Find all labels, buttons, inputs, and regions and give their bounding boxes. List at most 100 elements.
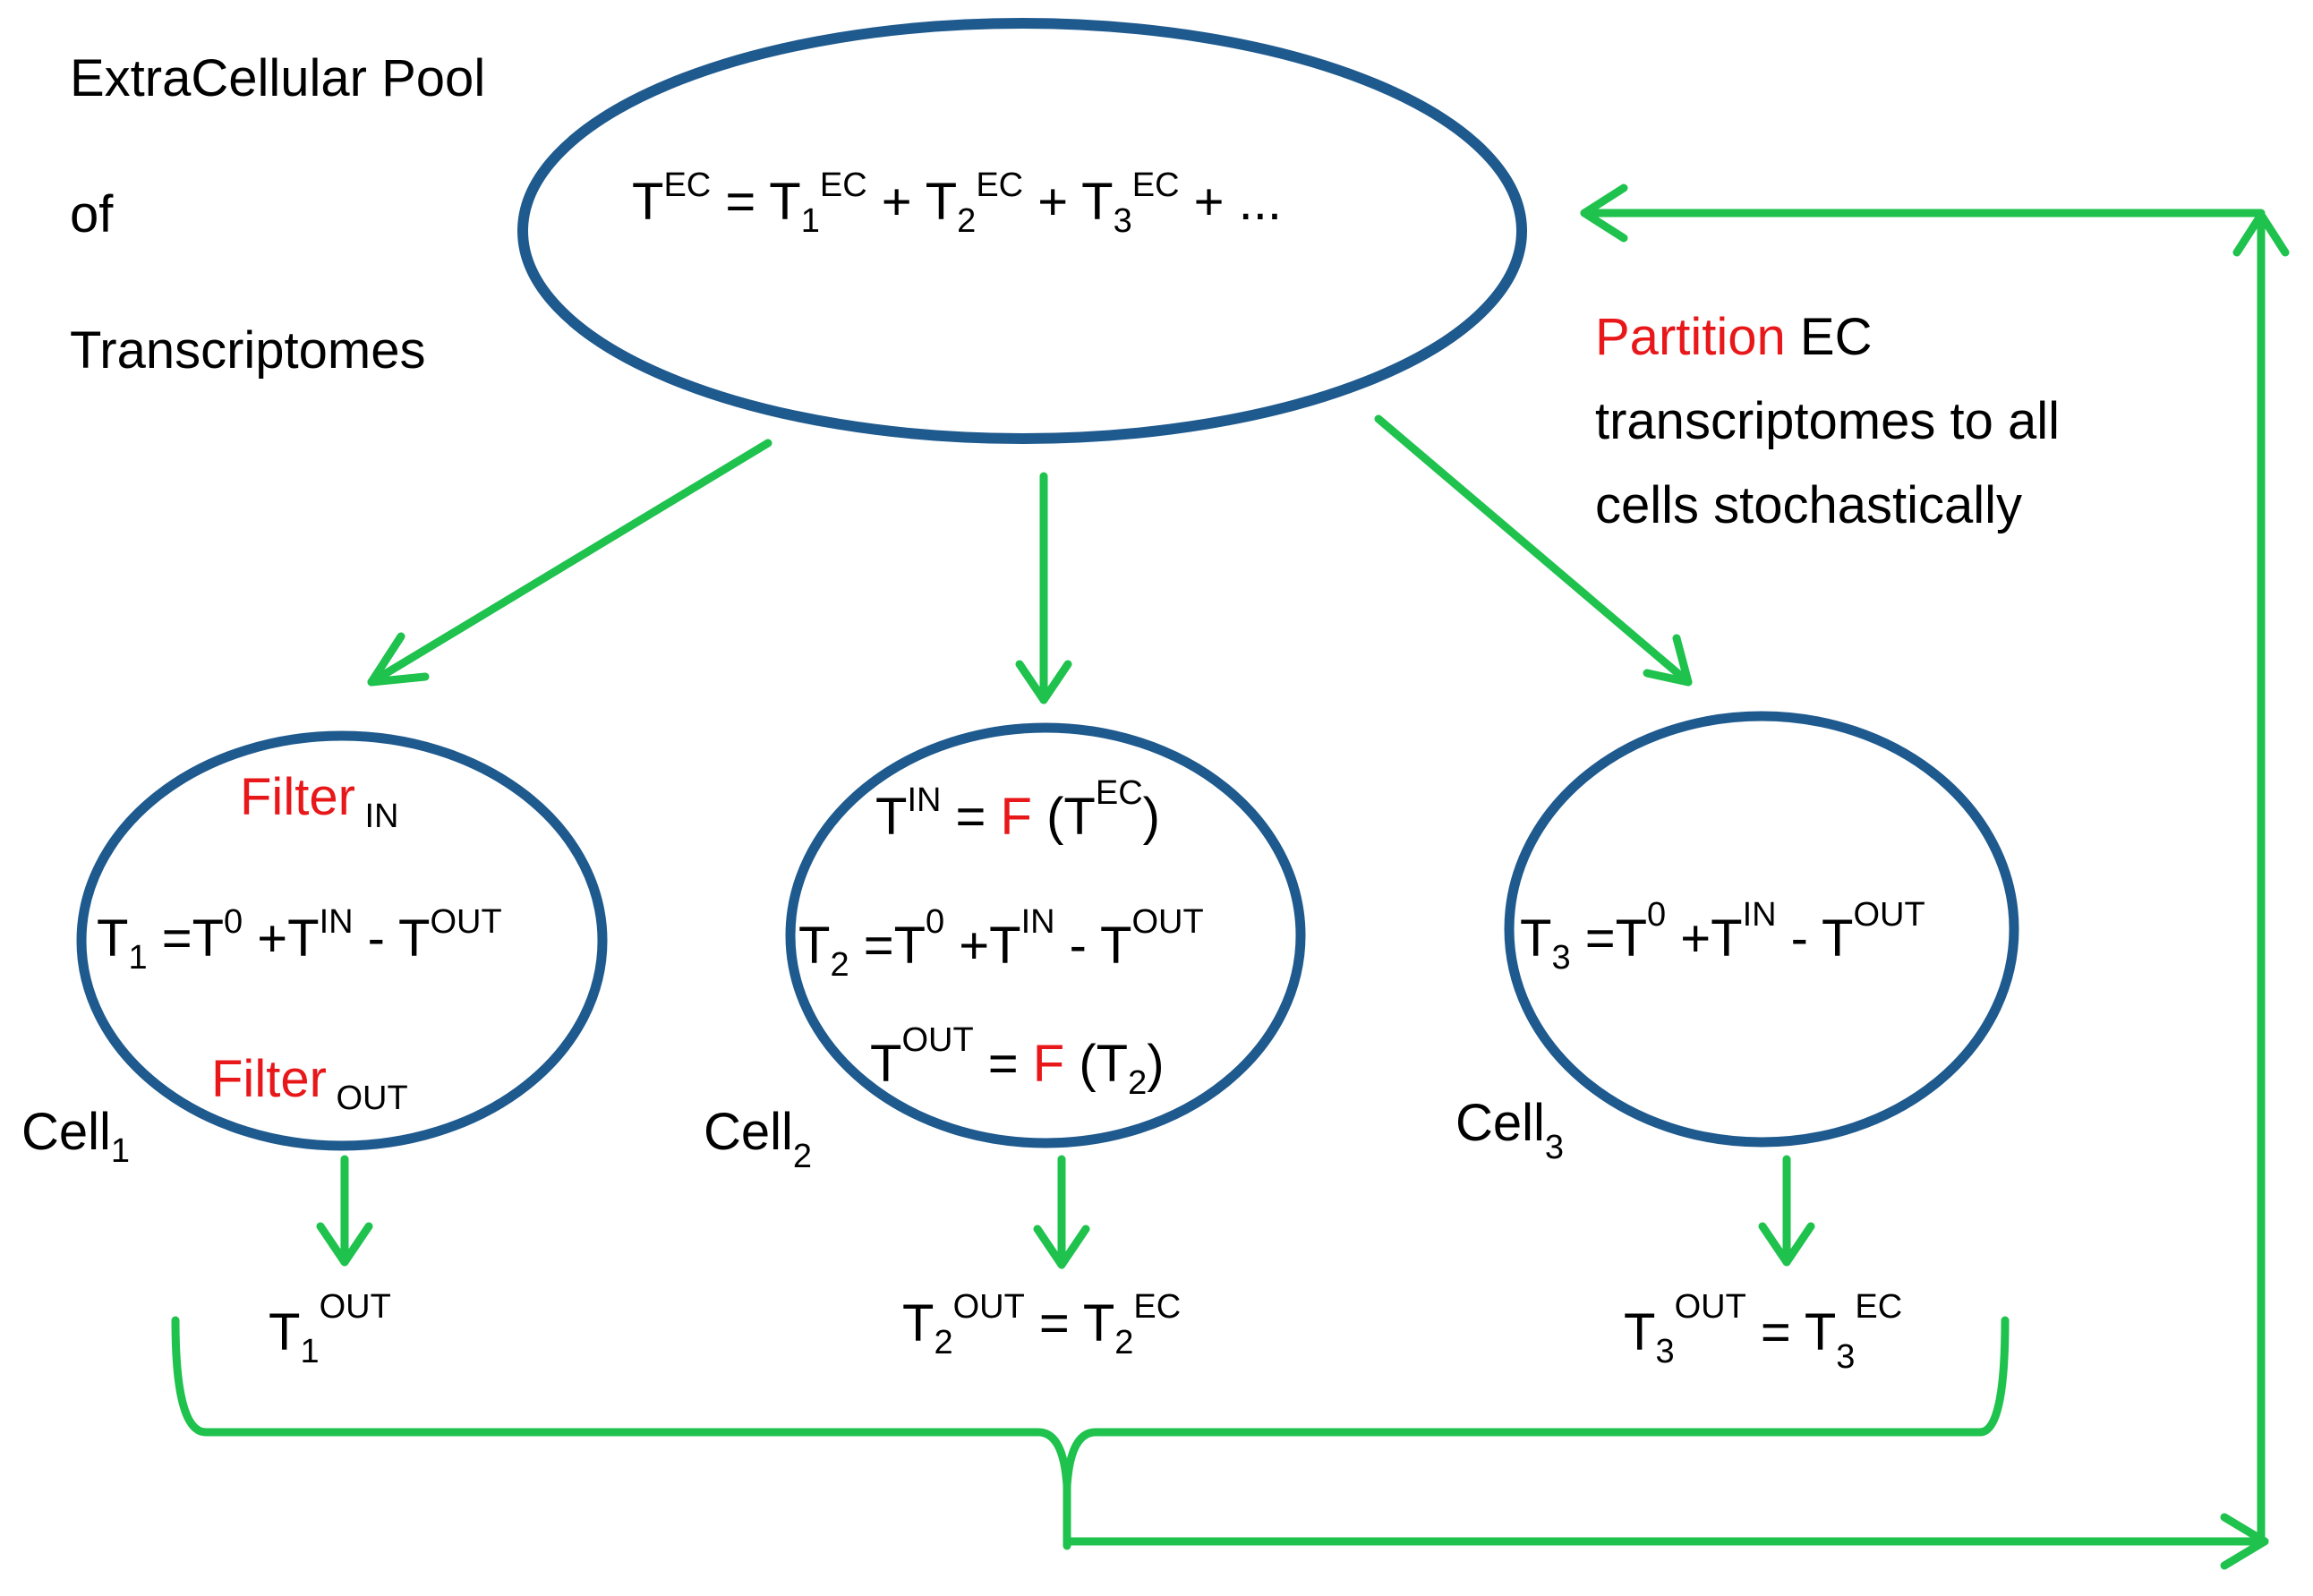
arrow-pool-to-cell2-head [1015, 660, 1072, 704]
cell3-eq-out: OUT [1853, 896, 1925, 934]
pool-eq-plus1: + [866, 173, 926, 231]
pool-label-line2: of [70, 185, 114, 243]
cell2-tout-p2: ) [1147, 1035, 1165, 1093]
cell1-out-t: T [269, 1303, 301, 1361]
cell2-eq-out: OUT [1131, 903, 1204, 941]
cell3-out-eq: = T [1745, 1303, 1837, 1361]
cell2-tin: TIN = F (TEC) [875, 776, 1160, 846]
cell2-tin-f: F [1000, 788, 1032, 846]
pool-eq-ec: EC [663, 166, 712, 204]
cell3-label-sub: 3 [1544, 1129, 1565, 1166]
cell2-tout-out: OUT [901, 1021, 974, 1059]
cell2-tin-in: IN [907, 781, 942, 819]
cell3-out-ec: EC [1855, 1288, 1903, 1326]
cell1-filter-in: Filter IN [240, 772, 398, 834]
arrow-pool-to-cell3 [1374, 414, 1693, 687]
cell2-eq-t: T [798, 917, 831, 975]
cell2-tin-p2: ) [1142, 788, 1160, 846]
cell2-tout-eq: = [973, 1035, 1033, 1093]
pool-eq-t: T [632, 173, 664, 231]
cell1-filter-out-sub: OUT [326, 1080, 408, 1117]
cell2-eq-c: - T [1054, 917, 1132, 975]
cell2-tout-f: F [1032, 1035, 1065, 1093]
pool-eq-s1: 1 [800, 202, 820, 240]
pool-eq-ec1: EC [819, 166, 867, 204]
cell1-label-sub: 1 [110, 1132, 131, 1170]
pool-eq-plus2: + [1023, 173, 1082, 231]
cell1-eq-in: IN [319, 903, 354, 941]
cell3-eq-b: +T [1666, 909, 1743, 968]
pool-eq-tail: + ... [1179, 173, 1282, 231]
cell1-eq-t: T [97, 909, 129, 968]
cell1-eq-s: 1 [128, 939, 148, 977]
partition-note: Partition EC transcriptomes to all cells… [1595, 295, 2060, 548]
pool-eq-ec2: EC [976, 166, 1024, 204]
cell2-out-t: T [902, 1294, 935, 1353]
pool-label: ExtraCellular Pool of Transcriptomes [70, 36, 485, 394]
cell3-ellipse [1504, 711, 2019, 1148]
pool-label-line3: Transcriptomes [70, 321, 426, 380]
cell1-out-out: OUT [319, 1288, 391, 1326]
cell2-tout-s: 2 [1128, 1064, 1148, 1102]
pool-eq-s2: 2 [957, 202, 977, 240]
cell2-out-ec: EC [1133, 1288, 1182, 1326]
cell2-out-s2: 2 [1114, 1324, 1134, 1361]
arrow-pool-to-cell3-head [1643, 634, 1693, 687]
pool-eq-t2: T [925, 173, 958, 231]
cell3-output: T3OUT = T3EC [1624, 1290, 1902, 1374]
cell2-eq-b: +T [944, 917, 1021, 975]
cell3-equation: T3 =T0 +TIN - TOUT [1520, 898, 1925, 975]
cell1-filter-in-word: Filter [240, 768, 355, 826]
cell3-label: Cell3 [1455, 1094, 1564, 1165]
pool-eq-t3: T [1081, 173, 1114, 231]
cell3-label-main: Cell [1455, 1094, 1545, 1152]
partition-note-line3: cells stochastically [1595, 476, 2023, 534]
partition-note-line2: transcriptomes to all [1595, 392, 2060, 450]
cell1-filter-out: Filter OUT [211, 1054, 408, 1116]
cell2-output: T2OUT = T2EC [902, 1290, 1181, 1360]
cell1-eq-zero: 0 [224, 903, 243, 941]
pool-label-line1: ExtraCellular Pool [70, 49, 486, 107]
pool-eq-t1: T [769, 173, 801, 231]
partition-rest: EC [1785, 308, 1873, 366]
cell1-label: Cell1 [21, 1103, 130, 1169]
cell2-tout-p1: (T [1064, 1035, 1129, 1093]
cell3-eq-t: T [1520, 909, 1552, 968]
cell2-equation: T2 =T0 +TIN - TOUT [798, 905, 1204, 982]
cell2-tin-p1: (T [1031, 788, 1096, 846]
cell2-tout: TOUT = F (T2) [870, 1023, 1165, 1100]
cell2-out-eq: = T [1024, 1294, 1115, 1353]
cell2-eq-zero: 0 [926, 903, 945, 941]
arrow-pool-to-cell1 [367, 439, 772, 687]
pool-equation: TEC = T1EC + T2EC + T3EC + ... [632, 168, 1282, 238]
arrow-cell2-output-head [1033, 1225, 1090, 1269]
cell1-output: T1 OUT [269, 1290, 391, 1369]
pool-eq-s3: 3 [1113, 202, 1132, 240]
cell1-filter-out-word: Filter [211, 1050, 327, 1108]
cell2-tin-t: T [875, 788, 908, 846]
cell2-eq-a: =T [849, 917, 926, 975]
cell2-tout-t: T [870, 1035, 902, 1093]
cell2-eq-s: 2 [830, 946, 849, 984]
cell2-tin-ec: EC [1095, 774, 1143, 812]
pool-eq-equals: = [711, 173, 770, 231]
cell1-label-main: Cell [21, 1103, 111, 1161]
cell2-eq-in: IN [1020, 903, 1055, 941]
feedback-to-pool-head [1580, 183, 1628, 243]
cell2-tin-eq: = [941, 788, 1001, 846]
cell1-filter-in-sub: IN [354, 798, 399, 835]
cell2-out-s: 2 [934, 1324, 953, 1361]
cell2-label-sub: 2 [792, 1138, 813, 1175]
cell3-out-s: 3 [1655, 1333, 1675, 1370]
cell2-ellipse [785, 722, 1306, 1148]
cell3-out-t: T [1624, 1303, 1656, 1361]
arrow-pool-to-cell1-head [367, 632, 430, 687]
cell1-eq-b: +T [243, 909, 320, 968]
cell3-eq-zero: 0 [1647, 896, 1667, 934]
arrow-cell1-output-head [316, 1222, 373, 1267]
cell1-out-s: 1 [300, 1333, 320, 1370]
partition-word: Partition [1595, 308, 1786, 366]
cell3-eq-in: IN [1742, 896, 1777, 934]
cell2-label-main: Cell [704, 1103, 793, 1161]
